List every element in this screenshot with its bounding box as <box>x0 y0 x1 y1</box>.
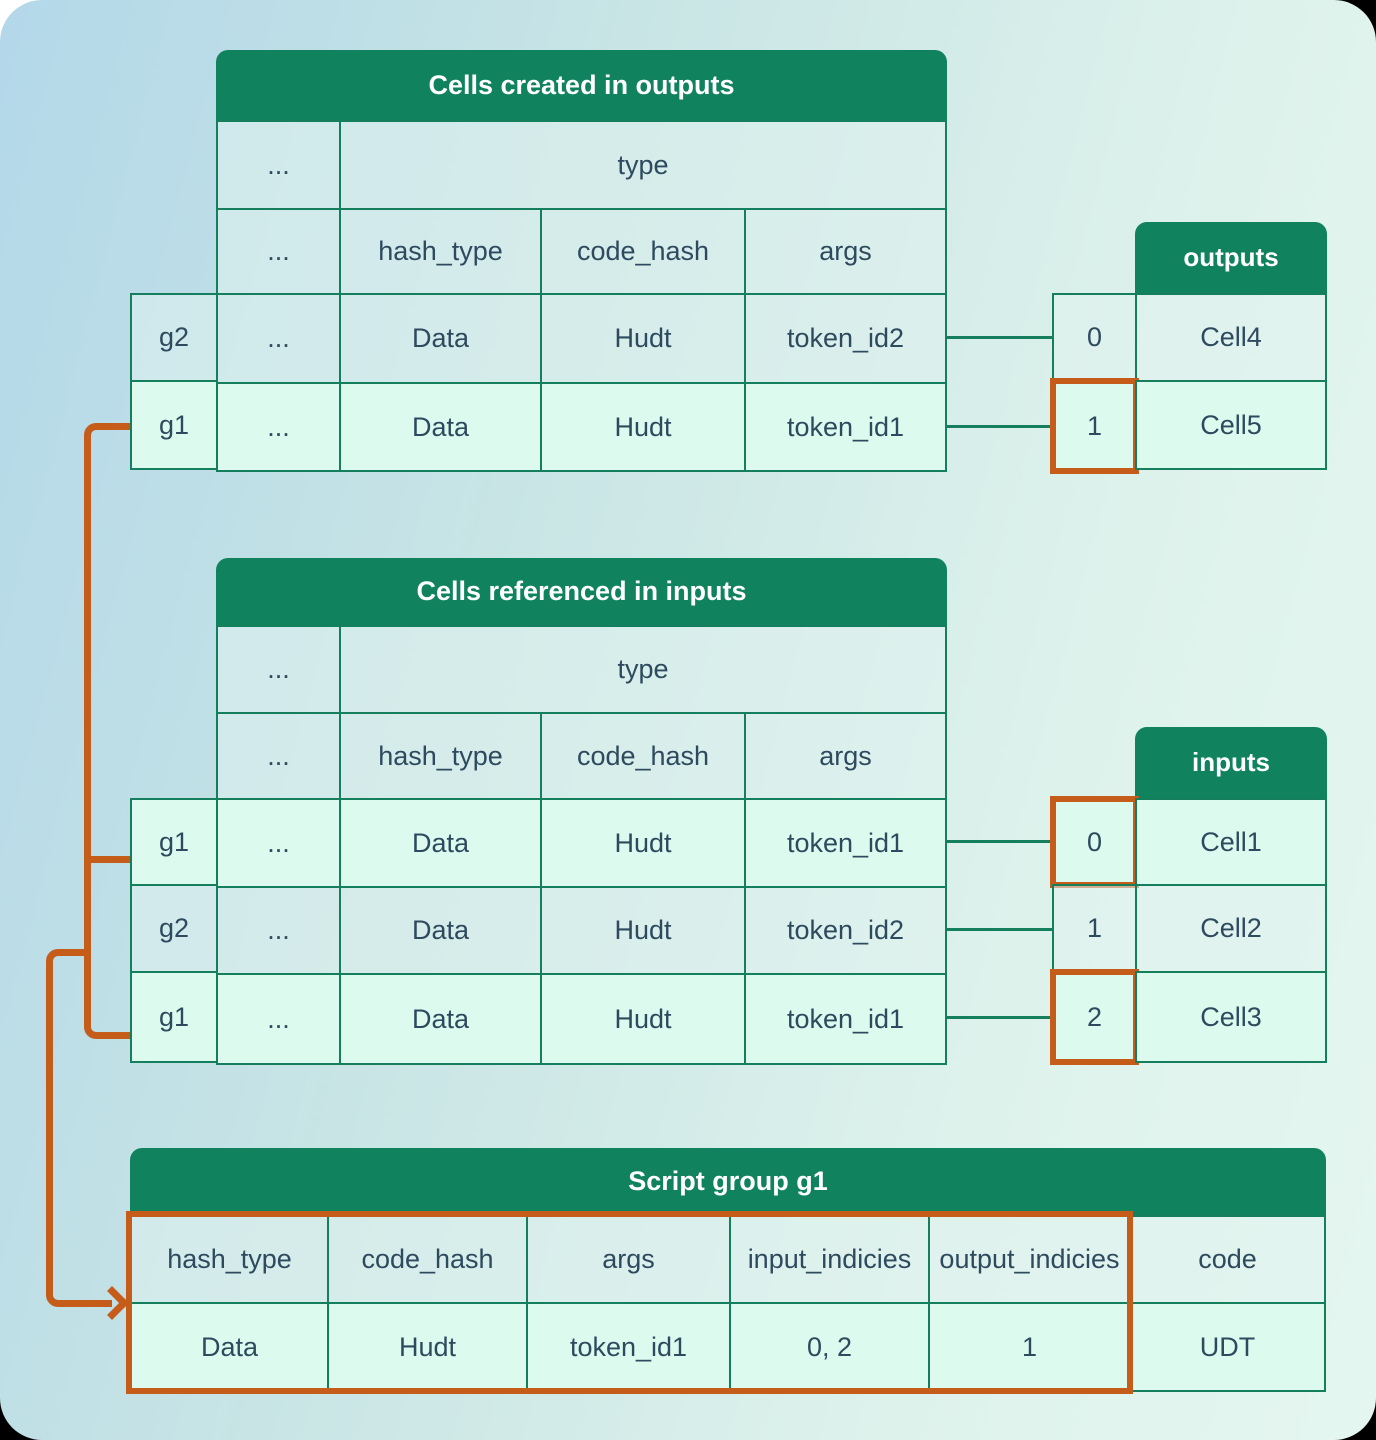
code-hash-cell: Hudt <box>540 886 746 975</box>
args-cell: token_id1 <box>744 382 947 472</box>
table-row: ... hash_type code_hash args <box>216 712 947 800</box>
group-label-g2: g2 <box>130 884 218 973</box>
table-row: ... hash_type code_hash args <box>216 208 947 295</box>
input-index-0-highlighted: 0 <box>1050 796 1139 888</box>
link-top-row-g2 <box>947 336 1053 339</box>
outputs-side-table-title: outputs <box>1135 222 1327 293</box>
connector-scriptgroup-bracket <box>46 949 86 1307</box>
link-mid-row-g2 <box>947 928 1053 931</box>
inputs-main-table: ... type ... hash_type code_hash args ..… <box>216 625 947 1065</box>
ellipsis-cell: ... <box>216 798 341 888</box>
connector-g1-bracket <box>84 423 130 1039</box>
args-cell: token_id1 <box>744 973 947 1065</box>
connector-scriptgroup-ext <box>84 1300 112 1307</box>
output-index-0: 0 <box>1052 293 1137 382</box>
output-cell-5: Cell5 <box>1135 380 1327 470</box>
group-label-g1: g1 <box>130 971 218 1063</box>
col-header-hash-type: hash_type <box>339 208 542 295</box>
args-cell: token_id1 <box>526 1302 731 1392</box>
col-header-output-indicies: output_indicies <box>928 1215 1131 1304</box>
table-row: ... Data Hudt token_id1 <box>216 382 947 472</box>
hash-type-cell: Data <box>339 886 542 975</box>
output-index-1-highlighted: 1 <box>1050 378 1139 474</box>
col-header-args: args <box>744 208 947 295</box>
input-index-1: 1 <box>1052 884 1137 973</box>
group-label-g1: g1 <box>130 798 218 886</box>
output-indicies-cell: 1 <box>928 1302 1131 1392</box>
col-header-code-hash: code_hash <box>540 208 746 295</box>
col-header-input-indicies: input_indicies <box>729 1215 930 1304</box>
input-cell-1: Cell1 <box>1135 798 1327 886</box>
col-header-hash-type: hash_type <box>339 712 542 800</box>
hash-type-cell: Data <box>130 1302 329 1392</box>
code-hash-cell: Hudt <box>327 1302 528 1392</box>
code-cell: UDT <box>1129 1302 1326 1392</box>
col-header-code-hash: code_hash <box>540 712 746 800</box>
table-row: ... Data Hudt token_id1 <box>216 973 947 1065</box>
table-row: hash_type code_hash args input_indicies … <box>130 1215 1326 1304</box>
table-row: ... Data Hudt token_id1 <box>216 798 947 888</box>
col-header-args: args <box>526 1215 731 1304</box>
outputs-main-table: ... type ... hash_type code_hash args ..… <box>216 120 947 472</box>
args-cell: token_id1 <box>744 798 947 888</box>
col-header-args: args <box>744 712 947 800</box>
ellipsis-cell: ... <box>216 293 341 384</box>
inputs-main-table-title: Cells referenced in inputs <box>216 558 947 625</box>
link-mid-row-g1a <box>947 840 1053 843</box>
input-cell-2: Cell2 <box>1135 884 1327 973</box>
code-hash-cell: Hudt <box>540 293 746 384</box>
arrowhead-icon <box>95 1286 129 1320</box>
code-hash-cell: Hudt <box>540 382 746 472</box>
hash-type-cell: Data <box>339 293 542 384</box>
table-row: ... Data Hudt token_id2 <box>216 293 947 384</box>
ellipsis-cell: ... <box>216 973 341 1065</box>
script-group-table: hash_type code_hash args input_indicies … <box>130 1215 1326 1392</box>
hash-type-cell: Data <box>339 973 542 1065</box>
ellipsis-cell: ... <box>216 120 341 210</box>
args-cell: token_id2 <box>744 886 947 975</box>
hash-type-cell: Data <box>339 382 542 472</box>
table-row: ... type <box>216 120 947 210</box>
type-span-cell: type <box>339 625 947 714</box>
hash-type-cell: Data <box>339 798 542 888</box>
outputs-main-table-title: Cells created in outputs <box>216 50 947 120</box>
link-mid-row-g1b <box>947 1016 1053 1019</box>
code-hash-cell: Hudt <box>540 798 746 888</box>
ellipsis-cell: ... <box>216 712 341 800</box>
col-header-code: code <box>1129 1215 1326 1304</box>
input-indicies-cell: 0, 2 <box>729 1302 930 1392</box>
input-cell-3: Cell3 <box>1135 971 1327 1063</box>
output-cell-4: Cell4 <box>1135 293 1327 382</box>
group-label-g1: g1 <box>130 380 218 470</box>
code-hash-cell: Hudt <box>540 973 746 1065</box>
table-row: ... Data Hudt token_id2 <box>216 886 947 975</box>
table-row: Data Hudt token_id1 0, 2 1 UDT <box>130 1302 1326 1392</box>
col-header-code-hash: code_hash <box>327 1215 528 1304</box>
connector-g1-branch-mid <box>84 856 130 863</box>
group-label-g2: g2 <box>130 293 218 382</box>
input-index-2-highlighted: 2 <box>1050 969 1139 1065</box>
table-row: ... type <box>216 625 947 714</box>
col-header-hash-type: hash_type <box>130 1215 329 1304</box>
ellipsis-cell: ... <box>216 625 341 714</box>
script-group-highlight-box <box>126 1211 1133 1394</box>
type-span-cell: type <box>339 120 947 210</box>
args-cell: token_id2 <box>744 293 947 384</box>
script-group-table-title: Script group g1 <box>130 1148 1326 1215</box>
ellipsis-cell: ... <box>216 886 341 975</box>
link-top-row-g1 <box>947 425 1053 428</box>
ellipsis-cell: ... <box>216 208 341 295</box>
ellipsis-cell: ... <box>216 382 341 472</box>
inputs-side-table-title: inputs <box>1135 727 1327 798</box>
